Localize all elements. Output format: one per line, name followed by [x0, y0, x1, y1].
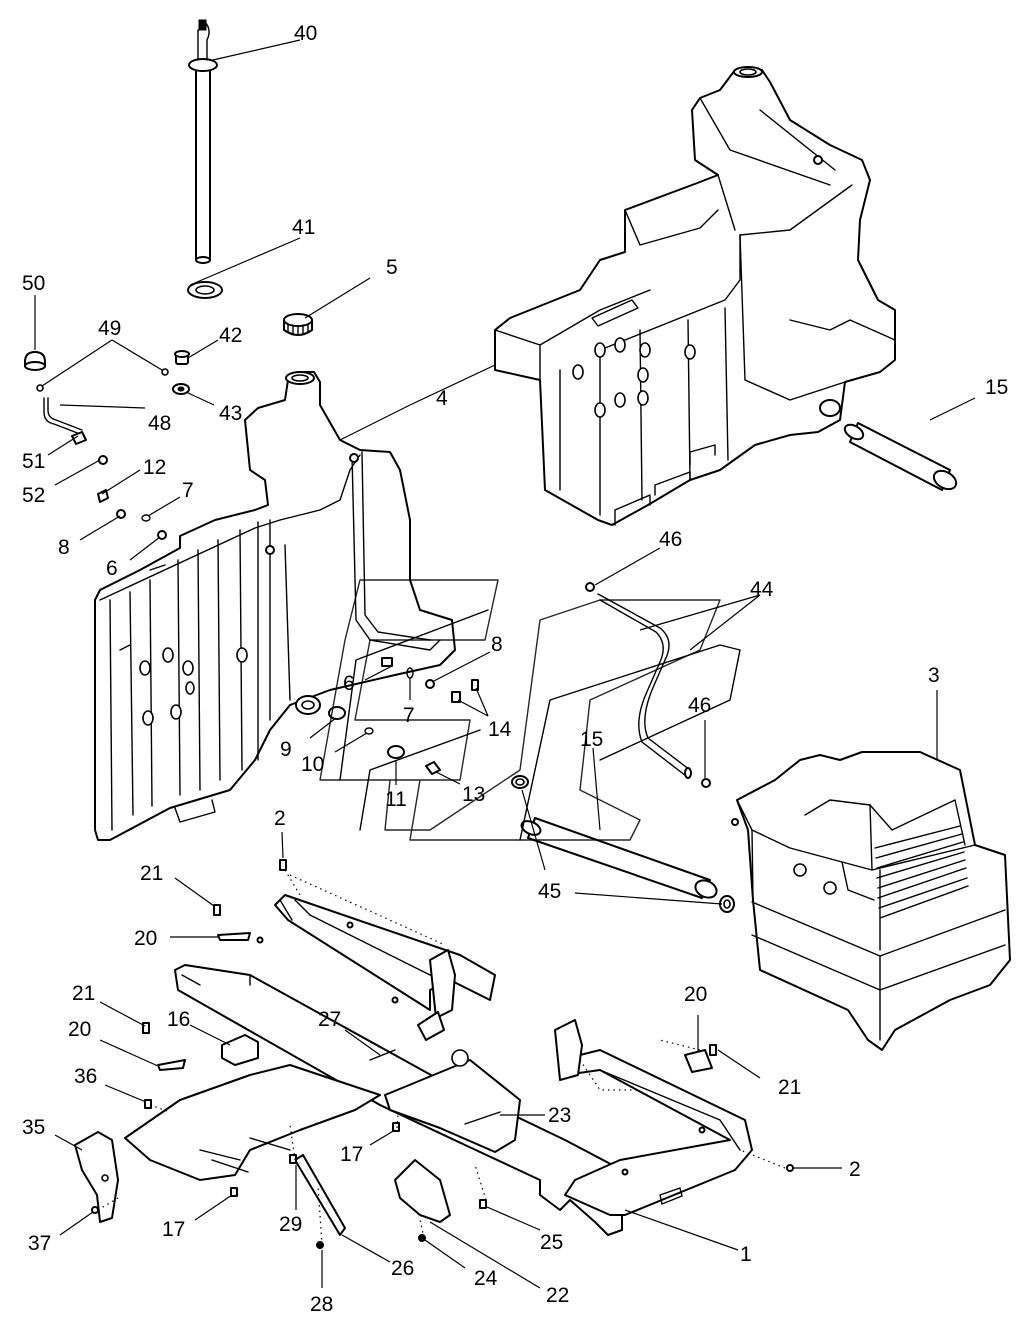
part-3-step-box	[731, 751, 1011, 1051]
callout-6-mid: 6	[343, 672, 355, 695]
callout-40: 40	[294, 22, 317, 45]
part-52-nut	[98, 455, 108, 465]
callout-20-left: 20	[68, 1018, 91, 1041]
callout-25: 25	[540, 1231, 563, 1254]
callout-28: 28	[310, 1293, 333, 1316]
callout-41: 41	[292, 216, 315, 239]
callout-43: 43	[219, 402, 242, 425]
part-46-clip-upper	[585, 582, 595, 592]
part-46-clip-lower	[701, 778, 711, 788]
part-35-bracket	[74, 1131, 119, 1223]
callout-42: 42	[219, 324, 242, 347]
callout-45: 45	[538, 880, 561, 903]
leader-lines	[34, 39, 976, 1289]
callout-7-mid: 7	[403, 704, 415, 727]
callout-2-right: 2	[849, 1158, 861, 1181]
part-20-clip-c	[684, 1049, 713, 1073]
part-22-bracket	[394, 1159, 451, 1223]
callout-20-upper: 20	[134, 927, 157, 950]
part-44-return-pipe	[597, 593, 692, 779]
part-13-fitting	[425, 761, 441, 775]
callout-17-center: 17	[340, 1143, 363, 1166]
callout-23: 23	[548, 1104, 571, 1127]
callout-27: 27	[318, 1008, 341, 1031]
callout-52: 52	[22, 484, 45, 507]
part-20-clip-b	[157, 1059, 186, 1071]
part-10-oring	[364, 727, 374, 735]
callout-2-upper: 2	[274, 807, 286, 830]
part-20-clip-a	[217, 932, 251, 941]
callout-5: 5	[386, 256, 398, 279]
part-40-fuel-level-sender	[188, 19, 218, 264]
part-41-gasket	[187, 281, 223, 299]
callout-49: 49	[98, 317, 121, 340]
callout-15-lower: 15	[580, 728, 603, 751]
part-48-breather-pipe	[36, 368, 169, 435]
callout-50: 50	[22, 272, 45, 295]
callout-8-mid: 8	[491, 633, 503, 656]
part-43-seal	[172, 383, 190, 395]
part-50-cap	[24, 351, 46, 371]
callout-12: 12	[143, 456, 166, 479]
callout-24: 24	[474, 1267, 498, 1290]
part-15-pipe-lower	[520, 817, 718, 899]
callout-11: 11	[385, 788, 407, 811]
part-6-fitting-b	[381, 657, 393, 667]
callout-29: 29	[279, 1213, 302, 1236]
part-4-left-fuel-tank	[94, 371, 456, 841]
part-45-hose-clamp-b	[719, 895, 735, 913]
callout-17-left: 17	[162, 1218, 185, 1241]
callout-13: 13	[462, 783, 485, 806]
callout-21-left: 21	[72, 982, 95, 1005]
callout-46-upper: 46	[659, 528, 682, 551]
part-4-right-fuel-tank	[494, 66, 896, 526]
callout-21-right: 21	[778, 1076, 801, 1099]
callout-36: 36	[74, 1065, 97, 1088]
part-45-hose-clamp-a	[511, 775, 529, 789]
callout-16: 16	[167, 1008, 190, 1031]
part-5-filler-cap	[283, 313, 313, 336]
callout-6-upper: 6	[106, 557, 118, 580]
assembly-dotted-lines	[97, 869, 786, 1246]
callout-37: 37	[28, 1232, 51, 1255]
part-51-clamp	[71, 431, 87, 445]
callout-1: 1	[740, 1243, 752, 1266]
fasteners	[91, 859, 794, 1249]
callout-48: 48	[148, 412, 171, 435]
callout-20-right: 20	[684, 983, 707, 1006]
part-11-nut	[387, 745, 405, 759]
callout-44: 44	[750, 578, 774, 601]
callout-3: 3	[928, 664, 940, 687]
callout-46-lower: 46	[688, 694, 711, 717]
callout-9: 9	[280, 738, 292, 761]
callout-26: 26	[391, 1257, 414, 1280]
part-1-main-frame	[124, 894, 753, 1236]
part-16-bracket	[221, 1034, 259, 1066]
callout-14: 14	[488, 718, 512, 741]
callout-21-upper: 21	[140, 862, 163, 885]
callout-7-upper: 7	[182, 479, 194, 502]
part-26-strap	[294, 1154, 346, 1236]
part-15-pipe-upper	[843, 422, 958, 491]
callout-35: 35	[22, 1116, 45, 1139]
callout-8-upper: 8	[58, 536, 70, 559]
part-7-oring	[141, 514, 151, 522]
callout-15-upper: 15	[985, 376, 1008, 399]
part-12-clip	[97, 489, 109, 503]
callout-51: 51	[22, 450, 45, 473]
assembly-guide-outline	[319, 579, 741, 841]
callout-22: 22	[546, 1284, 569, 1307]
part-14-fittings	[451, 679, 479, 703]
callout-10: 10	[301, 753, 324, 776]
callout-labels: 40 41 5 50 49 42 43 48 4 15 51 12 52 7 8…	[22, 22, 1008, 1316]
part-42-fitting	[174, 350, 190, 365]
callout-4-left: 4	[436, 387, 448, 410]
